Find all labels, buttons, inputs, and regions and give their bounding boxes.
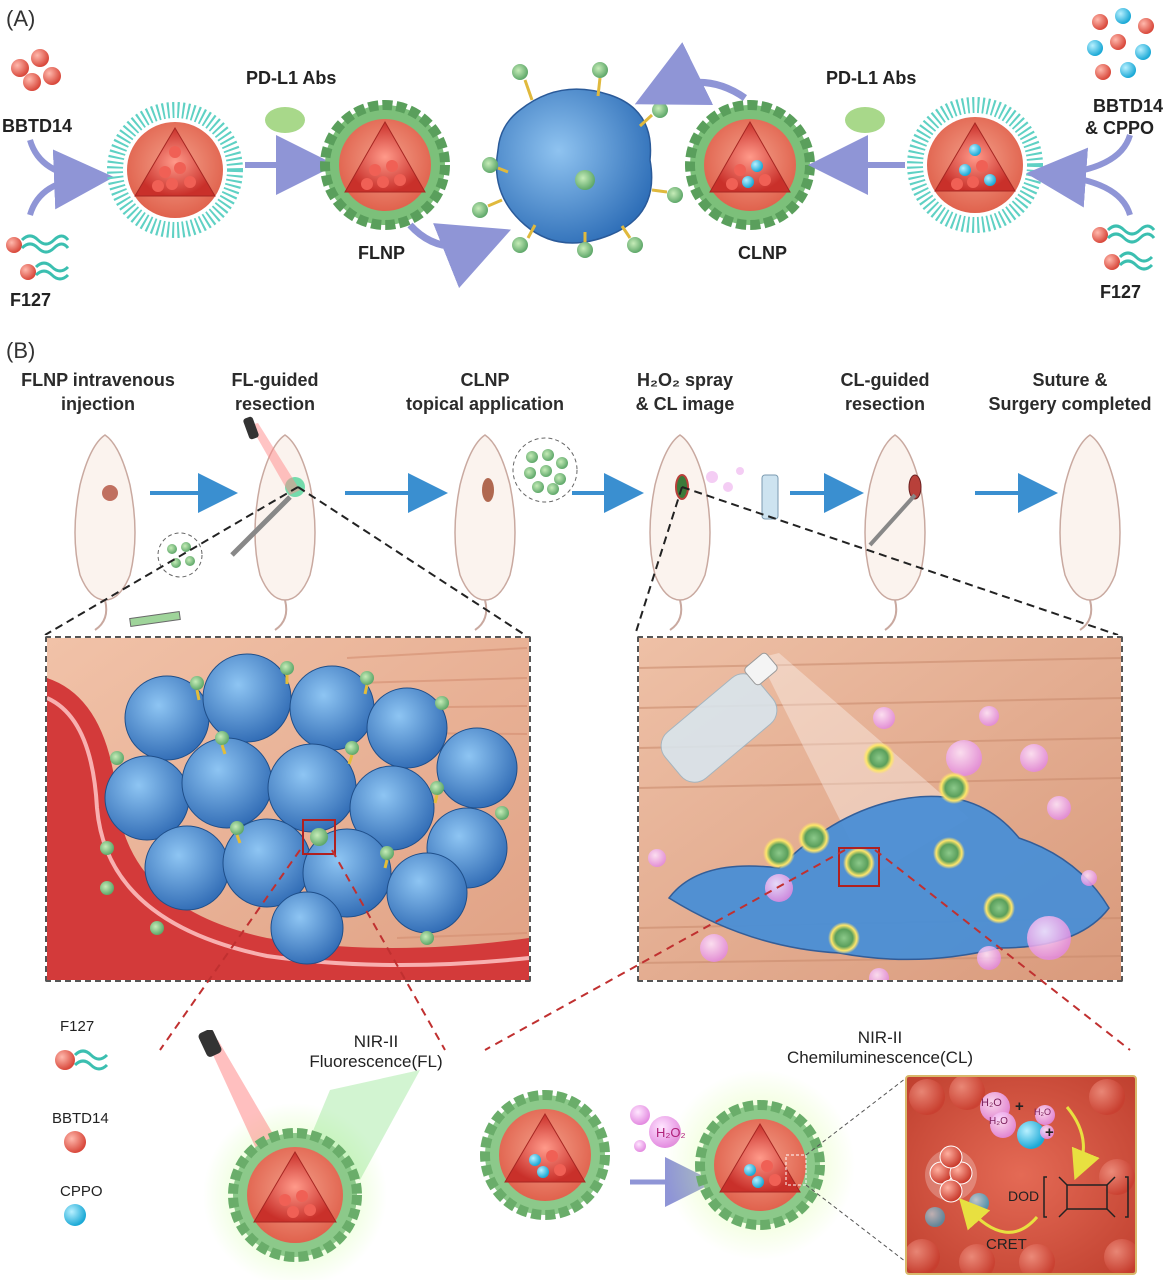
syringe [129, 610, 181, 628]
cl-title: NIR-II Chemiluminescence(CL) [786, 1028, 974, 1067]
fl-title: NIR-II Fluorescence(FL) [309, 1032, 443, 1071]
arrow-clnp-to-cell [634, 42, 748, 106]
panel-b-tag: (B) [6, 338, 36, 363]
tumor-mouse-1 [102, 485, 118, 501]
scalpel-5 [868, 493, 917, 547]
laser-device [243, 416, 259, 440]
bbtd14-cluster-icon [925, 1145, 977, 1203]
f127-icon-left [6, 234, 70, 281]
clnp-particle [685, 100, 815, 230]
f127-icon-right [1092, 224, 1156, 271]
arrow-flnp-to-cell [407, 222, 512, 289]
arrow-cret [959, 1198, 1039, 1234]
h2o-label-2: H₂O [989, 1116, 1008, 1127]
merge-arrow-left [27, 140, 90, 215]
micelle-bbtd14-cppo [907, 97, 1043, 233]
dod-structure-icon [1043, 1176, 1129, 1218]
label-bbtd14-cppo-line1: BBTD14 [1093, 96, 1164, 116]
step-3-title: CLNP topical application [405, 370, 565, 414]
legend-bbtd14-icon [64, 1131, 86, 1153]
h2o2-bubbles [648, 706, 1097, 980]
clnp-before [480, 1090, 610, 1220]
label-flnp: FLNP [358, 243, 405, 263]
tumor-mouse-5 [908, 474, 922, 500]
legend-f127-label: F127 [60, 1018, 95, 1035]
legend-cppo-icon [64, 1204, 86, 1226]
dod-label: DOD [1008, 1188, 1040, 1204]
zoom-lines-top [44, 486, 1119, 635]
cret-mechanism-box [905, 1075, 1137, 1275]
bbtd14-beads-left [11, 49, 61, 91]
laser-device-fl [198, 1030, 222, 1057]
plus-sign-1: + [1015, 1098, 1024, 1115]
clnp-after-glowing [665, 1070, 855, 1260]
h2o2-label: H₂O₂ [656, 1125, 686, 1140]
cl-tumor-inset [637, 636, 1123, 982]
step-4-title: H₂O₂ spray & CL image [635, 370, 735, 414]
laser-beam [250, 423, 300, 495]
cl-zoom-connector [805, 1074, 911, 1266]
pd-l1-antibody-right [845, 107, 885, 133]
step-2-title: FL-guided resection [231, 370, 319, 414]
flnp-particles-bound [100, 661, 509, 945]
h2o-bubble-2 [990, 1112, 1016, 1138]
tumor-cell [472, 62, 683, 258]
tumor-cell-cluster [104, 653, 518, 965]
panel-a-graphic [6, 8, 1156, 289]
label-bbtd14-left: BBTD14 [2, 116, 73, 136]
tumor-mouse-3 [482, 478, 494, 502]
label-clnp: CLNP [738, 243, 787, 263]
mouse-bodies [74, 434, 1121, 601]
fl-tumor-inset [45, 636, 531, 982]
scalpel-2 [230, 495, 292, 557]
mice-row [44, 416, 1121, 635]
step-5-title: CL-guided resection [840, 370, 930, 414]
zoom-lines-bottom [159, 849, 1131, 1051]
h2o2-droplets [630, 1105, 681, 1152]
step-6-title: Suture & Surgery completed [988, 370, 1152, 414]
plus-sign-2: + [1045, 1124, 1054, 1141]
arrow-reaction-to-dod [1065, 1106, 1100, 1181]
merge-arrow-right [1050, 135, 1133, 215]
flnp-particle [320, 100, 450, 230]
cl-process-graphic [480, 1070, 911, 1266]
cppo-molecule-icon [1017, 1121, 1045, 1149]
label-pd-l1-right: PD-L1 Abs [826, 68, 917, 88]
spray-bottle-large [660, 652, 778, 783]
antibody-links-left [195, 675, 439, 869]
legend-cppo-label: CPPO [60, 1183, 103, 1200]
cret-label: CRET [986, 1236, 1027, 1253]
legend-bbtd14-label: BBTD14 [52, 1110, 109, 1127]
label-f127-left: F127 [10, 290, 52, 310]
h2o-label-3: H₂O [1034, 1107, 1051, 1117]
h2o-label-1: H₂O [981, 1097, 1002, 1109]
legend-f127-icon [55, 1049, 109, 1071]
label-pd-l1-left: PD-L1 Abs [246, 68, 337, 88]
step-1-title: FLNP intravenous injection [21, 370, 175, 414]
clnp-glowing-particles [763, 742, 1015, 954]
spray-bottle [761, 474, 779, 520]
clnp-bubble-particles [524, 449, 568, 495]
panel-a-tag: (A) [6, 6, 36, 31]
micelle-bbtd14 [107, 102, 243, 238]
label-bbtd14-cppo-line2: & CPPO [1085, 118, 1155, 138]
bbtd14-cppo-beads-right [1087, 8, 1154, 80]
h2o-bubble-3 [1035, 1105, 1055, 1125]
h2o2-spray-mist [706, 467, 744, 492]
mouse-tails [94, 599, 1093, 631]
fl-nanoparticle-graphic [198, 1030, 420, 1280]
cl-zoom-box [838, 847, 880, 887]
pd-l1-antibody-left [265, 107, 305, 133]
label-f127-right: F127 [1100, 282, 1142, 302]
legend-icons [55, 1049, 109, 1226]
fl-zoom-box [302, 819, 336, 855]
